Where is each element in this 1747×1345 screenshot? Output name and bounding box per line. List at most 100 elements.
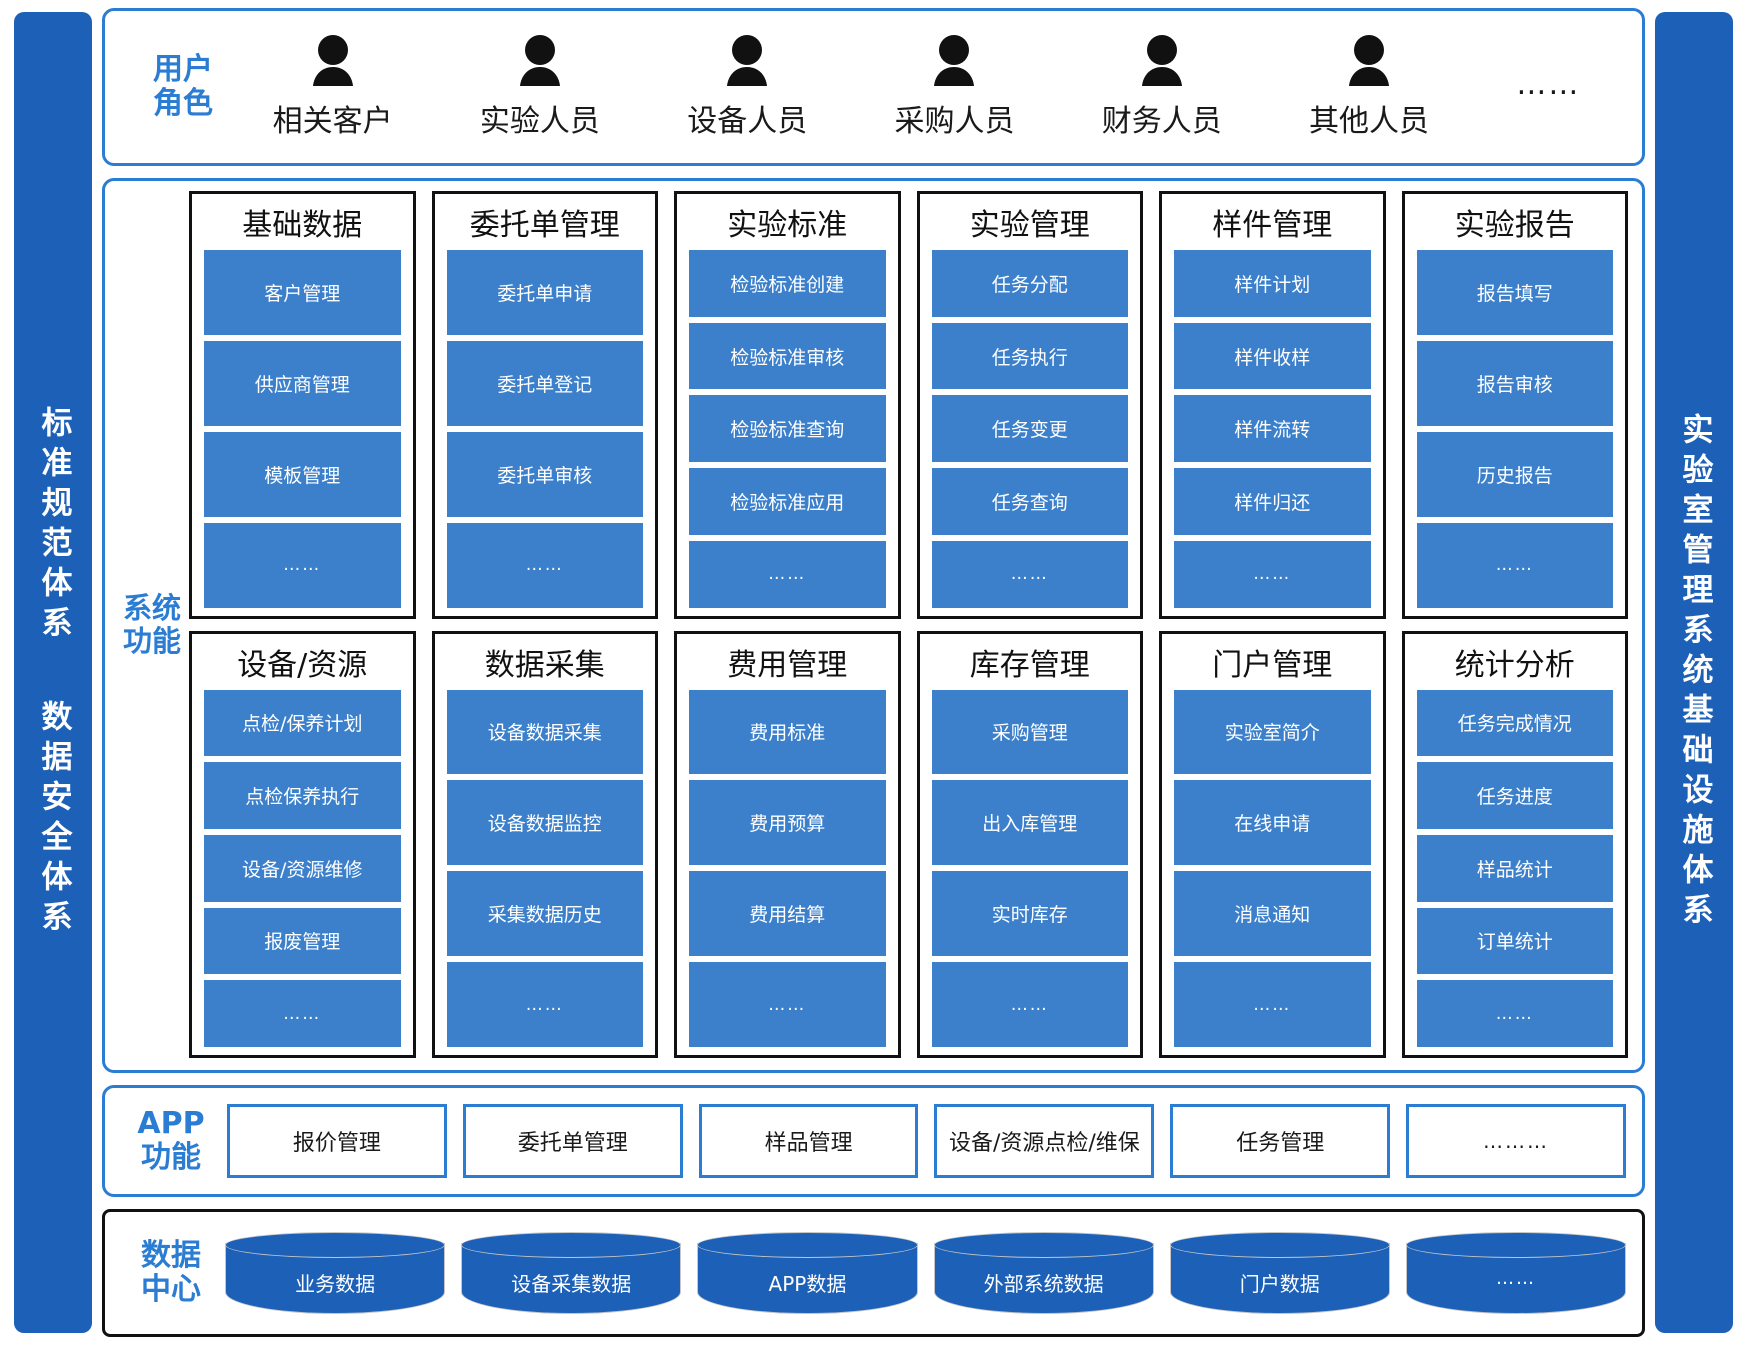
database-label: APP数据 <box>768 1272 847 1296</box>
data-center-panel: 数据 中心 业务数据 设备采集数据 APP数据 <box>102 1209 1645 1337</box>
app-item-sample[interactable]: 样品管理 <box>698 1104 919 1178</box>
module-item[interactable]: 任务执行 <box>931 322 1128 390</box>
module-item-ellipsis[interactable]: …… <box>689 540 886 608</box>
cylinder-top-icon <box>697 1232 918 1258</box>
module-item[interactable]: 样件计划 <box>1174 250 1371 317</box>
module-item-ellipsis[interactable]: …… <box>931 962 1128 1047</box>
database-cylinder-external[interactable]: 外部系统数据 <box>933 1232 1154 1314</box>
module-title: 实验管理 <box>969 208 1090 243</box>
module-item[interactable]: 检验标准应用 <box>689 468 886 535</box>
module-item[interactable]: 任务查询 <box>931 468 1128 535</box>
module-items: 设备数据采集 设备数据监控 采集数据历史 …… <box>446 689 643 1047</box>
role-item[interactable]: 设备人员 <box>687 34 807 140</box>
module-item-ellipsis[interactable]: …… <box>931 540 1128 608</box>
module-cost-management: 费用管理 费用标准 费用预算 费用结算 …… <box>674 630 901 1058</box>
module-item[interactable]: 委托单申请 <box>446 250 643 335</box>
module-item[interactable]: 检验标准查询 <box>689 395 886 463</box>
module-title: 统计分析 <box>1454 647 1575 683</box>
module-item-ellipsis[interactable]: …… <box>1416 522 1613 608</box>
data-center-list: 业务数据 设备采集数据 APP数据 外部系统数据 <box>225 1212 1627 1334</box>
user-icon <box>1136 34 1188 94</box>
module-item[interactable]: 在线申请 <box>1174 780 1371 866</box>
module-items: 任务分配 任务执行 任务变更 任务查询 …… <box>931 250 1128 608</box>
module-equipment-resource: 设备/资源 点检/保养计划 点检保养执行 设备/资源维修 报废管理 …… <box>189 630 416 1058</box>
module-items: 采购管理 出入库管理 实时库存 …… <box>931 689 1128 1047</box>
module-item[interactable]: 历史报告 <box>1416 431 1613 517</box>
sidebar-left-block-standards: 标准规范体系 <box>35 405 72 646</box>
module-data-acquisition: 数据采集 设备数据采集 设备数据监控 采集数据历史 …… <box>431 630 658 1058</box>
app-item-quotation[interactable]: 报价管理 <box>227 1104 447 1178</box>
database-label: 设备采集数据 <box>511 1272 632 1296</box>
module-item[interactable]: 样件流转 <box>1174 395 1371 463</box>
module-item[interactable]: 实时库存 <box>931 871 1128 957</box>
database-cylinder-equipment[interactable]: 设备采集数据 <box>461 1232 682 1314</box>
module-item-ellipsis[interactable]: …… <box>446 962 643 1047</box>
role-item[interactable]: 相关客户 <box>273 34 393 140</box>
module-item[interactable]: 消息通知 <box>1174 871 1371 957</box>
module-item[interactable]: 检验标准审核 <box>689 322 886 390</box>
main-content: 用户 角色 相关客户 实验人员 <box>102 8 1645 1337</box>
module-item-ellipsis[interactable]: …… <box>1416 980 1613 1048</box>
module-item[interactable]: 费用预算 <box>689 780 886 866</box>
app-item-order[interactable]: 委托单管理 <box>462 1104 683 1178</box>
database-cylinder-business[interactable]: 业务数据 <box>225 1232 446 1314</box>
module-item[interactable]: 点检保养执行 <box>204 762 401 829</box>
user-icon <box>514 34 566 94</box>
module-item[interactable]: 任务变更 <box>931 395 1128 463</box>
module-item[interactable]: 采购管理 <box>931 689 1128 775</box>
module-item[interactable]: 报告审核 <box>1416 340 1613 426</box>
module-item[interactable]: 委托单审核 <box>446 431 643 517</box>
role-item[interactable]: 实验人员 <box>480 34 600 140</box>
module-item[interactable]: 客户管理 <box>204 250 401 335</box>
module-item[interactable]: 设备数据采集 <box>446 689 643 775</box>
module-item[interactable]: 供应商管理 <box>204 340 401 426</box>
module-item[interactable]: 点检/保养计划 <box>204 689 401 757</box>
cylinder-top-icon <box>1405 1232 1627 1258</box>
module-title: 样件管理 <box>1212 208 1333 243</box>
module-item[interactable]: 任务分配 <box>931 250 1128 317</box>
module-item[interactable]: 实验室简介 <box>1174 689 1371 775</box>
role-label: 财务人员 <box>1101 104 1222 139</box>
module-item[interactable]: 设备数据监控 <box>446 780 643 866</box>
module-items: 样件计划 样件收样 样件流转 样件归还 …… <box>1174 250 1371 608</box>
module-items: 任务完成情况 任务进度 样品统计 订单统计 …… <box>1416 689 1613 1048</box>
module-item[interactable]: 设备/资源维修 <box>204 834 401 902</box>
module-item-ellipsis[interactable]: …… <box>446 522 643 608</box>
module-item[interactable]: 费用结算 <box>689 871 886 957</box>
module-item[interactable]: 模板管理 <box>204 431 401 517</box>
module-items: 点检/保养计划 点检保养执行 设备/资源维修 报废管理 …… <box>204 689 401 1048</box>
module-item[interactable]: 任务进度 <box>1416 762 1613 829</box>
database-cylinder-app[interactable]: APP数据 <box>697 1232 918 1314</box>
app-item-equipment-inspection[interactable]: 设备/资源点检/维保 <box>934 1104 1155 1178</box>
module-item[interactable]: 采集数据历史 <box>446 871 643 957</box>
module-title: 实验标准 <box>727 208 848 243</box>
role-label: 其他人员 <box>1309 104 1430 139</box>
app-item-task[interactable]: 任务管理 <box>1170 1104 1391 1178</box>
database-cylinder-portal[interactable]: 门户数据 <box>1169 1232 1390 1314</box>
app-item-ellipsis[interactable]: ……… <box>1406 1104 1626 1178</box>
module-item[interactable]: 订单统计 <box>1416 907 1613 975</box>
module-item-ellipsis[interactable]: …… <box>204 980 401 1048</box>
role-item[interactable]: 其他人员 <box>1309 34 1429 140</box>
module-item[interactable]: 检验标准创建 <box>689 250 886 317</box>
module-item[interactable]: 委托单登记 <box>446 340 643 426</box>
module-item[interactable]: 费用标准 <box>689 689 886 775</box>
database-cylinder-ellipsis[interactable]: …… <box>1405 1232 1627 1314</box>
module-item[interactable]: 任务完成情况 <box>1416 689 1613 757</box>
module-item[interactable]: 样件归还 <box>1174 468 1371 535</box>
role-item[interactable]: 采购人员 <box>894 34 1014 140</box>
module-item[interactable]: 样件收样 <box>1174 322 1371 390</box>
module-item-ellipsis[interactable]: …… <box>204 522 401 608</box>
module-item[interactable]: 报废管理 <box>204 907 401 975</box>
module-item[interactable]: 报告填写 <box>1416 250 1613 335</box>
module-experiment-report: 实验报告 报告填写 报告审核 历史报告 …… <box>1401 191 1628 619</box>
module-item[interactable]: 样品统计 <box>1416 834 1613 902</box>
module-item-ellipsis[interactable]: …… <box>689 962 886 1047</box>
user-icon <box>721 34 773 94</box>
system-functions-row: 基础数据 客户管理 供应商管理 模板管理 …… 委托单管理 委托单申请 委托单登… <box>189 191 1628 619</box>
role-item[interactable]: 财务人员 <box>1102 34 1222 140</box>
module-item-ellipsis[interactable]: …… <box>1174 540 1371 608</box>
module-item-ellipsis[interactable]: …… <box>1174 962 1371 1047</box>
roles-ellipsis: …… <box>1516 66 1581 102</box>
module-item[interactable]: 出入库管理 <box>931 780 1128 866</box>
